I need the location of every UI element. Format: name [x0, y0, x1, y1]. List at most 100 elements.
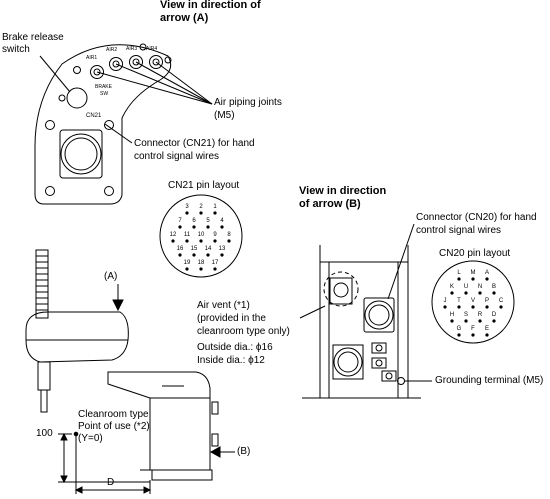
cn20-layout-title: CN20 pin layout: [439, 248, 511, 259]
view-a-title-2: arrow (A): [160, 12, 209, 24]
cn20_layout-pin-dot: [471, 277, 475, 281]
cn20_layout-pin-dot: [471, 333, 475, 337]
cn20_layout-pin-label: M: [470, 270, 476, 276]
air-vent-block: [329, 277, 353, 305]
cn21-connector-inner: [64, 137, 98, 171]
grounding-terminal: [397, 377, 405, 385]
cn20_layout-pin-label: P: [484, 298, 490, 304]
cn20_layout-pin-label: F: [471, 326, 475, 332]
cn20_layout-pin-label: C: [498, 298, 504, 304]
cn21_layout-pin-dot: [178, 225, 182, 229]
robot-base: [149, 398, 211, 471]
cn20-pin-dots: [443, 277, 503, 337]
cn21_layout-pin-dot: [213, 211, 217, 215]
air-port-3-inner: [132, 58, 140, 66]
outside-dia-label: Outside dia.: ϕ16: [197, 342, 273, 353]
cn21_layout-pin-label: 14: [204, 246, 212, 252]
cn20_layout-pin-dot: [499, 305, 503, 309]
cn20_layout-pin-dot: [457, 305, 461, 309]
brake-release-label-1: Brake release: [2, 32, 64, 43]
view-b-title-1: View in direction: [299, 185, 387, 197]
cn20_layout-pin-dot: [492, 319, 496, 323]
cn20-connector-outer: [364, 300, 394, 330]
cn21_layout-pin-label: 4: [220, 218, 224, 224]
cn21_layout-pin-label: 11: [183, 232, 191, 238]
cn21_layout-pin-dot: [220, 253, 224, 257]
cn21_layout-pin-label: 2: [199, 204, 203, 210]
cn21_layout-pin-dot: [206, 225, 210, 229]
cn20_layout-pin-dot: [485, 277, 489, 281]
dim-d-label: D: [107, 477, 115, 488]
cn20-connector-label-1: Connector (CN20) for hand: [416, 212, 537, 223]
cn21_layout-pin-dot: [185, 211, 189, 215]
cn20_layout-pin-label: R: [477, 312, 483, 318]
cn21-mark: CN21: [86, 113, 102, 119]
port-label-air1: AIR1: [86, 55, 98, 61]
cn20_layout-pin-label: A: [484, 270, 490, 276]
robot-bellows-ribs: [36, 255, 48, 311]
cn20_layout-pin-dot: [478, 291, 482, 295]
cn20_layout-pin-dot: [457, 277, 461, 281]
cn21_layout-pin-dot: [220, 225, 224, 229]
view-a-bolt: [139, 43, 147, 51]
view-b-fitting: [371, 357, 387, 369]
air-port-2-inner: [112, 60, 120, 68]
cn21_layout-pin-label: 1: [213, 204, 217, 210]
cn21_layout-pin-label: 16: [176, 246, 184, 252]
cn21_layout-pin-dot: [171, 239, 175, 243]
cn20-connector-label-2: control signal wires: [416, 225, 502, 236]
cn21_layout-pin-label: 8: [227, 232, 231, 238]
air-vent-dashed: [323, 271, 359, 307]
cn21_layout-pin-label: 7: [178, 218, 182, 224]
air-port-2: [109, 57, 123, 71]
air-piping-leader: [115, 63, 213, 105]
cn20_layout-pin-label: N: [477, 284, 483, 290]
cn21-connector-label-2: control signal wires: [134, 151, 220, 162]
cn21_layout-pin-label: 6: [192, 218, 196, 224]
cn21_layout-pin-label: 18: [197, 260, 205, 266]
cn21-connector-outer: [60, 133, 102, 175]
cn21_layout-pin-label: 12: [169, 232, 177, 238]
view-a-body-outline: [34, 44, 172, 205]
view-a-bolt: [164, 56, 172, 64]
cn21_layout-pin-dot: [206, 253, 210, 257]
port-label-air4: AIR4: [146, 46, 158, 52]
air-vent-hole: [333, 282, 349, 298]
cn21_layout-pin-dot: [213, 239, 217, 243]
view-a-title-1: View in direction of: [160, 0, 261, 11]
cn20_layout-pin-dot: [485, 333, 489, 337]
air-port-4: [149, 55, 163, 69]
robot-base-connector: [211, 401, 219, 415]
cn21_layout-pin-label: 19: [183, 260, 191, 266]
cn20_layout-pin-dot: [443, 305, 447, 309]
air-piping-leader: [135, 61, 213, 105]
view-b-side-right: [407, 245, 421, 399]
brake-sw-mark-2: SW: [100, 91, 109, 97]
cn20_layout-pin-dot: [478, 319, 482, 323]
cn20_layout-pin-label: H: [449, 312, 455, 318]
cn21_layout-pin-label: 17: [211, 260, 219, 266]
cn21_layout-pin-label: 5: [206, 218, 210, 224]
view-b-fitting: [371, 342, 387, 354]
cn20_layout-pin-label: L: [457, 270, 461, 276]
cn20_layout-pin-label: K: [449, 284, 455, 290]
view-a-bolt: [73, 66, 81, 74]
air-piping-label-1: Air piping joints: [214, 97, 282, 108]
air-vent-label-3: cleanroom type only): [197, 326, 290, 337]
cn20_layout-pin-label: B: [491, 284, 497, 290]
port-label-air3: AIR3: [126, 46, 138, 52]
cn20_layout-pin-dot: [457, 333, 461, 337]
view-b-fitting-port: [385, 372, 393, 380]
view-a-bolt: [45, 186, 55, 196]
air-vent-label-1: Air vent (*1): [197, 300, 250, 311]
cleanroom-label-1: Cleanroom type: [78, 409, 149, 420]
cn21_layout-pin-dot: [178, 253, 182, 257]
view-b-fitting-port: [375, 359, 383, 367]
brake-release-leader: [39, 55, 71, 93]
cn20_layout-pin-dot: [471, 305, 475, 309]
port-label-air2: AIR2: [106, 47, 118, 53]
cn21_layout-pin-label: 13: [218, 246, 226, 252]
view-b-side-left: [302, 245, 321, 399]
